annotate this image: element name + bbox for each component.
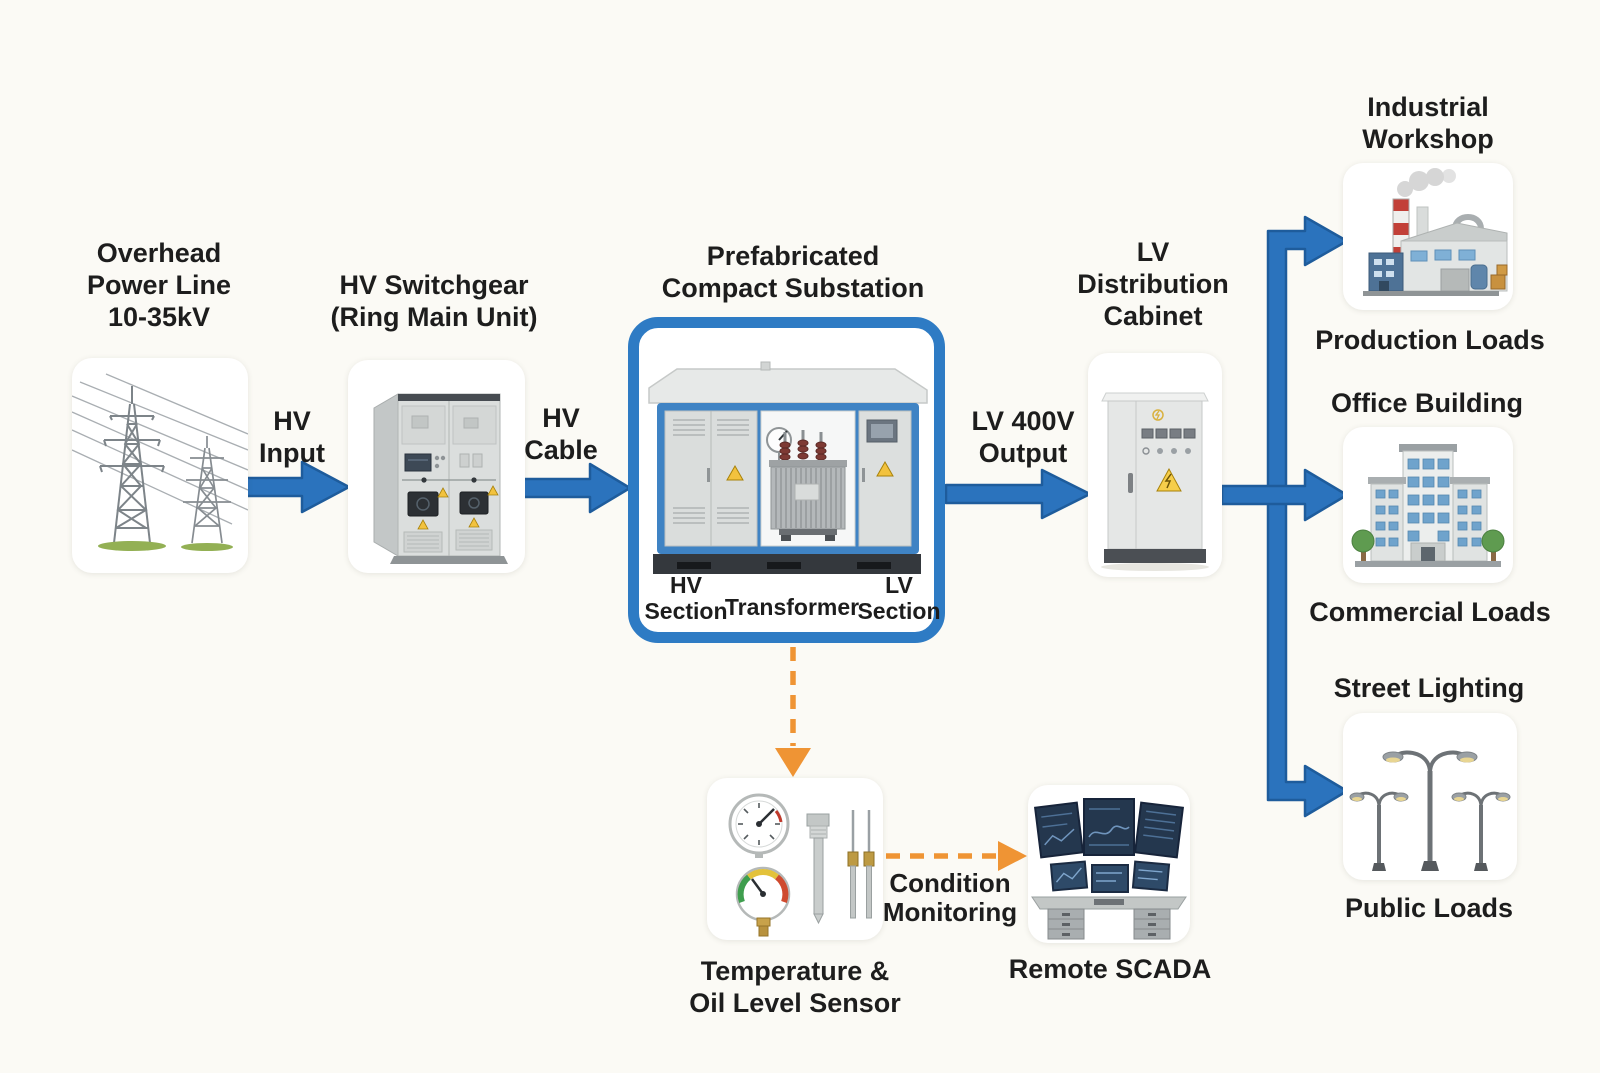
sensor-card: [707, 778, 883, 940]
lower-monitors: [1049, 860, 1171, 893]
large-pylon: [99, 386, 165, 544]
left-wing-windows: [1375, 489, 1399, 547]
warning-triangle-icon: [437, 487, 449, 498]
switchgear-cabinet-icon: [373, 393, 508, 564]
office-load-label: Commercial Loads: [1309, 597, 1551, 627]
section-label-transformer: Transformer: [724, 594, 860, 620]
warning-triangle-icon: [468, 517, 480, 528]
door-handle: [1128, 473, 1133, 493]
small-pylon: [183, 436, 231, 544]
cabinet-side: [373, 393, 399, 557]
blue-annex: [1368, 252, 1404, 292]
sensor-label: Temperature & Oil Level Sensor: [689, 956, 901, 1018]
grass: [181, 543, 233, 551]
scada-label: Remote SCADA: [1008, 954, 1212, 984]
hv-section-doors: [664, 410, 758, 547]
industrial-load-label: Production Loads: [1315, 325, 1545, 355]
oil-level-gauge: [735, 866, 791, 937]
hv-cable-label: HV Cable: [524, 403, 598, 465]
overhead-line-card: [72, 358, 248, 573]
breaker-window: [459, 491, 489, 515]
sensor-gauges-icon: [728, 793, 875, 937]
transformer-bushings: [779, 430, 827, 461]
transformer-top: [769, 460, 847, 467]
lv-output-label: LV 400V Output: [971, 406, 1075, 468]
industrial-card: [1343, 163, 1513, 310]
grass: [98, 541, 166, 551]
arrow-hv-input: [240, 460, 351, 514]
cabinet-base: [390, 556, 508, 564]
street-load-label: Public Loads: [1344, 893, 1514, 923]
pressure-gauge: [728, 793, 790, 858]
substation-roof: [648, 368, 928, 404]
lv-distribution-cabinet-icon: [1101, 392, 1209, 571]
lv-cabinet-title: LV Distribution Cabinet: [1077, 237, 1229, 331]
warning-triangle-icon: [726, 464, 744, 481]
monitoring-label: Condition Monitoring: [882, 868, 1018, 927]
scada-workstation-icon: [1031, 798, 1187, 940]
switchgear-title: HV Switchgear (Ring Main Unit): [330, 270, 538, 332]
monitoring-arrow-right-head: [998, 841, 1027, 871]
cabinet-base: [1104, 549, 1206, 563]
nameplate: [794, 483, 820, 501]
drawer-pedestals: [1047, 908, 1171, 940]
tower-cap: [1399, 444, 1457, 452]
tree: [1481, 529, 1505, 553]
hall-door: [1440, 268, 1470, 292]
tree: [1351, 529, 1375, 553]
office-card: [1343, 427, 1513, 583]
section-label-hv: HV Section: [644, 572, 728, 624]
industrial-title: Industrial Workshop: [1362, 92, 1494, 154]
monitoring-arrow-down-head: [775, 748, 811, 777]
warning-triangle-icon: [487, 485, 499, 496]
temperature-probe: [806, 813, 830, 925]
warning-triangle-icon: [876, 460, 894, 477]
scada-card: [1028, 785, 1190, 943]
right-lamp-post: [1451, 791, 1511, 871]
breaker-window: [407, 491, 439, 517]
smoke: [1397, 168, 1456, 197]
street-title: Street Lighting: [1333, 673, 1525, 703]
upper-monitors: [1033, 798, 1185, 859]
hmi-display: [404, 453, 432, 472]
ground: [1363, 291, 1499, 296]
substation-highlight-box: [628, 317, 945, 643]
right-wing-windows: [1457, 489, 1482, 547]
cabinet-top: [1101, 392, 1209, 402]
warning-triangle-icon: [1156, 467, 1182, 492]
street-card: [1343, 713, 1517, 880]
cabinet-body: [1107, 400, 1203, 550]
switchgear-card: [348, 360, 525, 573]
louver-vents: [403, 529, 493, 553]
substation-title: Prefabricated Compact Substation: [661, 241, 925, 303]
electric-symbol: [1152, 409, 1164, 421]
compact-substation-icon: [648, 361, 928, 574]
warning-triangle-icon: [417, 519, 429, 530]
arrow-hv-cable: [513, 462, 632, 514]
street-lights-icon: [1349, 750, 1511, 871]
lv-cabinet-card: [1088, 353, 1222, 577]
section-label-lv: LV Section: [857, 572, 941, 624]
crate: [1496, 264, 1508, 276]
arrow-lv-output: [944, 468, 1092, 520]
distribution-trunk-arrows: [1266, 215, 1349, 818]
factory-icon: [1363, 168, 1508, 296]
office-title: Office Building: [1331, 388, 1523, 418]
office-building-icon: [1351, 444, 1505, 567]
sensor-probes: [847, 810, 875, 919]
ground: [1355, 561, 1501, 567]
crate: [1490, 274, 1506, 290]
arrow-to-office: [1220, 468, 1349, 522]
hv-input-label: HV Input: [259, 406, 325, 468]
left-lamp-post: [1349, 791, 1409, 871]
keyboard: [1094, 899, 1124, 905]
tower-windows: [1407, 458, 1450, 542]
transmission-tower-icon: [72, 373, 248, 551]
center-lamp-post: [1382, 750, 1478, 871]
storage-tank: [1470, 264, 1488, 290]
overhead-line-title: Overhead Power Line 10-35kV: [86, 238, 232, 332]
lv-section-door: [858, 410, 912, 547]
transformer-bay: [760, 410, 856, 547]
